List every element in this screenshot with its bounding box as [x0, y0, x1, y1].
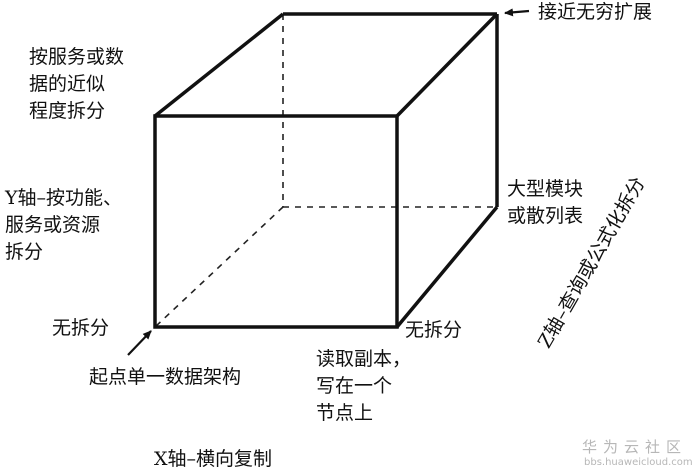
edge-top-left	[153, 12, 285, 118]
cube-front-face	[153, 114, 399, 329]
label-no-split-origin: 无拆分	[52, 317, 110, 339]
label-x-description: 读取副本， 写在一个 节点上	[316, 348, 412, 424]
watermark-url: bbs.huaweicloud.com	[584, 457, 693, 468]
label-large-module: 大型模块 或散列表	[507, 178, 584, 227]
top-right-arrow	[504, 8, 530, 17]
watermark-brand: 华为云社区	[582, 438, 688, 456]
label-y-axis: Y轴–按功能、 服务或资源 拆分	[5, 187, 123, 263]
label-no-split-x: 无拆分	[405, 319, 463, 341]
visible-edges	[153, 12, 499, 329]
label-x-axis: X轴–横向复制	[154, 448, 273, 470]
origin-arrow	[127, 330, 152, 356]
hidden-edge-depth	[154, 206, 284, 328]
hidden-edges	[154, 14, 497, 328]
label-y-split-description: 按服务或数 据的近似 程度拆分	[29, 46, 125, 122]
edge-top-right	[395, 12, 499, 118]
label-origin: 起点单一数据架构	[89, 366, 242, 388]
label-near-infinite: 接近无穷扩展	[538, 1, 653, 23]
edge-bottom-right	[395, 205, 499, 329]
